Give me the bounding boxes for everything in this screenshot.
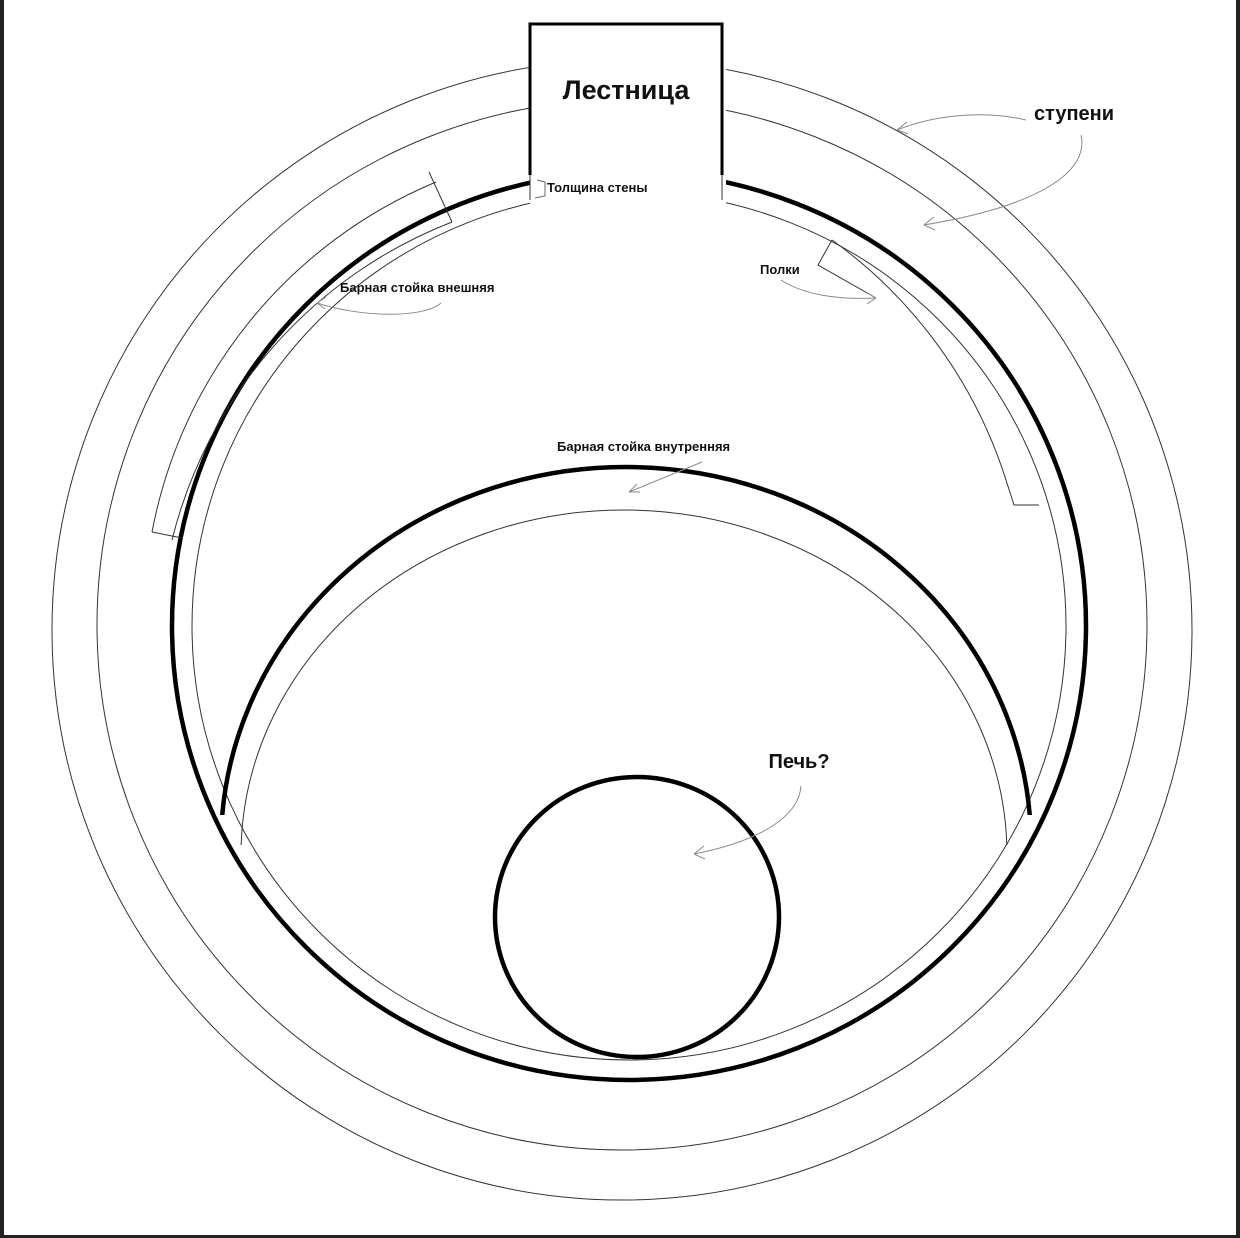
outer-step-circle [51,59,1193,1201]
stove-arrow [693,785,802,855]
bar-inner-label: Барная стойка внутренняя [557,439,730,454]
bar-outer-label: Барная стойка внешняя [340,280,494,295]
bar-outer-outer-edge [151,181,437,533]
stairs-label: Лестница [563,75,691,105]
bar-inner-thin [240,509,1008,845]
inner-step-circle [96,99,1148,1151]
stove-circle [492,774,782,1060]
wall-inner-line [191,191,1067,1061]
shelves-arrow [780,279,877,299]
floor-plan-drawing: Лестница Толщина стены Барная стойка вне… [51,22,1193,1201]
shelves-label: Полки [760,262,800,277]
steps-arrow-lower [923,134,1083,226]
bar-inner-arrow [628,461,703,493]
wall-circle [169,169,1089,1083]
steps-arrow-upper [896,114,1027,131]
stove-label: Печь? [768,751,829,773]
bar-inner-thick [220,464,1032,815]
stairs-box [528,22,724,175]
wall-thickness-label: Толщина стены [547,180,647,195]
shelves-outer-edge [831,239,1039,506]
bar-outer-arrow [316,302,442,315]
bar-outer-inner-edge [171,221,453,541]
steps-label: ступени [1034,103,1114,125]
